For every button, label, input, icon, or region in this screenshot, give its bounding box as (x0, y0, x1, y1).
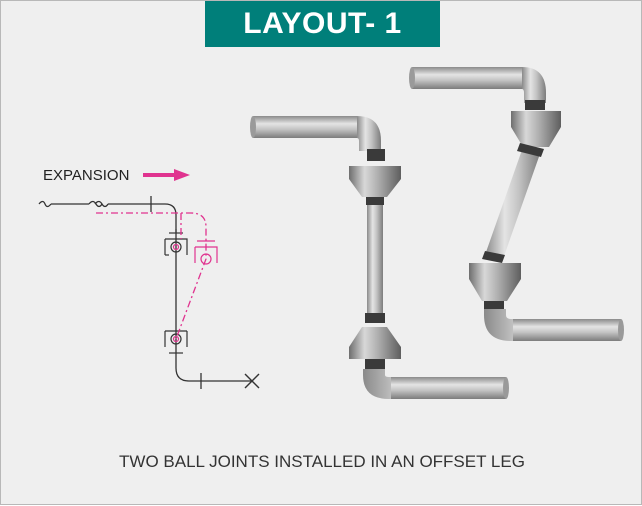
figure-caption: TWO BALL JOINTS INSTALLED IN AN OFFSET L… (119, 452, 525, 471)
deflected-centerline (96, 212, 207, 340)
ball-joint-symbol-icon (172, 240, 218, 343)
pipe-centerline (38, 196, 251, 389)
assembly-aligned (250, 116, 509, 399)
expansion-label: EXPANSION (43, 167, 129, 184)
ball-joint-symbol-icon (164, 330, 188, 354)
anchor-x-icon (244, 373, 260, 389)
expansion-arrow-icon (143, 169, 190, 181)
assembly-deflected (409, 67, 624, 341)
offset-leg-schematic: EXPANSION (38, 167, 260, 389)
title-banner: LAYOUT- 1 (205, 1, 440, 47)
